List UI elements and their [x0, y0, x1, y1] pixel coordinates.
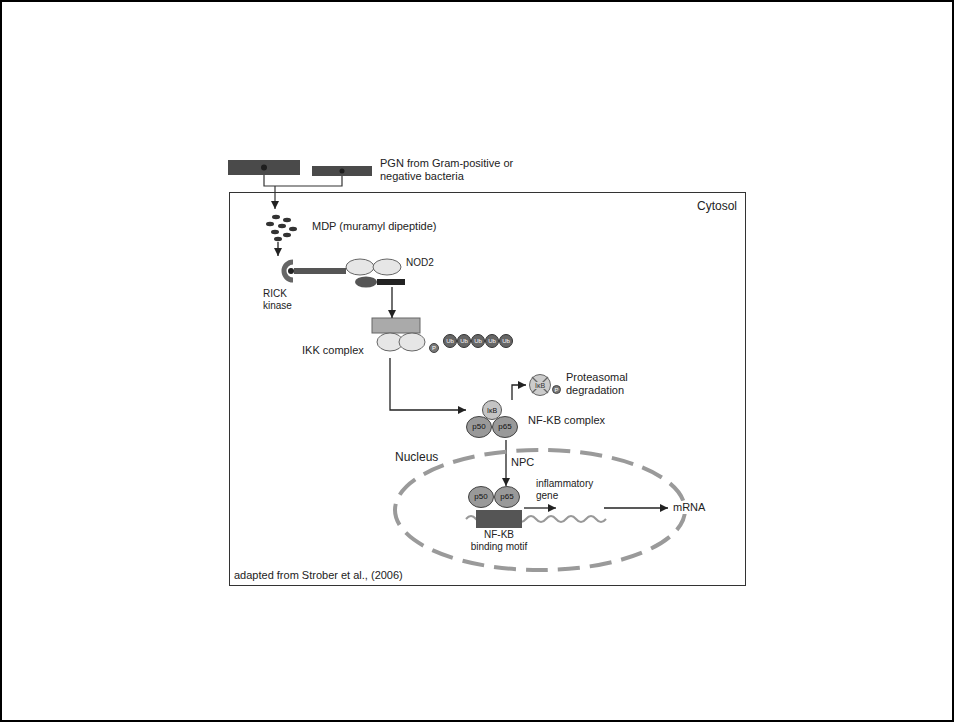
circle-outline: [553, 386, 561, 394]
binding-motif-box: NF-KB binding motif: [476, 510, 522, 528]
node-text: Ub: [502, 338, 510, 344]
ubiquitin-bead: Ub: [457, 334, 471, 348]
nucleus-outline: Nucleus p50 p65NF-KB binding motif: [393, 448, 687, 572]
circle-outline: [467, 417, 492, 438]
ikk-shape: [372, 318, 425, 351]
ubiquitin-bead: Ub: [471, 334, 485, 348]
ikb-subunit: IκB: [482, 400, 502, 420]
signal-arrow: [277, 242, 278, 256]
circle-outline: [486, 335, 499, 348]
circle-outline: [430, 344, 439, 353]
node-text: Ub: [474, 338, 482, 344]
circle-outline: [530, 375, 551, 396]
circle-outline: [495, 487, 520, 508]
dashed-ellipse: [393, 448, 687, 572]
node-text: IKK complex: [302, 344, 364, 357]
proteasomal-degradation: Proteasomal degradation IκB P: [526, 370, 651, 400]
product-label: mRNA: [672, 501, 706, 514]
nfkb-complex: NF-KB complex IκB p50 p65: [466, 400, 616, 440]
circle-outline: [472, 335, 485, 348]
ubiquitin-bead: Ub: [443, 334, 457, 348]
signal-arrow: [390, 358, 466, 410]
node-text: P: [432, 345, 436, 351]
node-text: MDP (muramyl dipeptide): [312, 220, 437, 233]
node-text: Ub: [488, 338, 496, 344]
circle-outline: [500, 335, 513, 348]
node-text: Ub: [446, 338, 454, 344]
node-text: p65: [498, 423, 511, 431]
mdp-ligand: MDP (muramyl dipeptide): [266, 212, 456, 242]
node-text: p50: [472, 423, 485, 431]
circle-outline: [458, 335, 471, 348]
nucleus-envelope: [395, 450, 685, 570]
node-text: Proteasomal degradation: [566, 371, 644, 397]
node-text: NF-KB binding motif: [468, 529, 530, 553]
node-text: p65: [500, 493, 513, 501]
node-text: Nucleus: [395, 450, 438, 464]
nod2-receptor-node: NOD2RICK kinase: [278, 256, 438, 287]
ubiquitin-bead: Ub: [485, 334, 499, 348]
p50-subunit: p50: [468, 486, 494, 508]
node-text: IκB: [534, 382, 546, 389]
node-text: Cytosol: [697, 199, 737, 213]
node-text: IκB: [487, 407, 497, 414]
mdp-dots: [266, 215, 297, 241]
circle-outline: [469, 487, 494, 508]
source-caption: adapted from Strober et al., (2006): [234, 569, 403, 582]
circle-outline: [493, 417, 518, 438]
ubiquitin-bead: Ub: [499, 334, 513, 348]
node-text: NF-KB complex: [528, 414, 605, 427]
nod2-receptor: [284, 259, 405, 288]
pgn-bracket: [264, 175, 342, 209]
phosphate-dot: P: [552, 385, 561, 394]
cytosol-region: CytosolMDP (muramyl dipeptide)NOD2RICK k…: [230, 193, 745, 585]
phosphate-dot: P: [429, 343, 439, 353]
p50-subunit: p50: [466, 416, 492, 438]
circle-outline: [483, 401, 502, 420]
gene-label: inflammatory gene: [536, 478, 606, 502]
ikk-complex: IKK complex P Ub Ub Ub Ub Ub: [302, 318, 517, 358]
node-text: RICK kinase: [263, 288, 305, 312]
signal-arrow: [391, 287, 392, 318]
cross-mark: [532, 377, 548, 393]
signal-arrow: [512, 385, 526, 400]
node-text: Ub: [460, 338, 468, 344]
degraded-ikb: IκB: [529, 374, 551, 396]
signal-arrow: [505, 440, 506, 486]
node-text: p50: [474, 493, 487, 501]
circle-outline: [444, 335, 457, 348]
node-text: P: [554, 387, 558, 393]
pgn-fragments: [228, 160, 372, 176]
source-label: PGN from Gram-positive or negative bacte…: [380, 157, 525, 183]
node-text: NOD2: [406, 257, 434, 269]
cross-mark: [532, 377, 548, 393]
transcription-arrows: [524, 507, 668, 508]
p65-subunit: p65: [492, 416, 518, 438]
p65-subunit: p65: [494, 486, 520, 508]
edge-label: NPC: [511, 456, 534, 469]
